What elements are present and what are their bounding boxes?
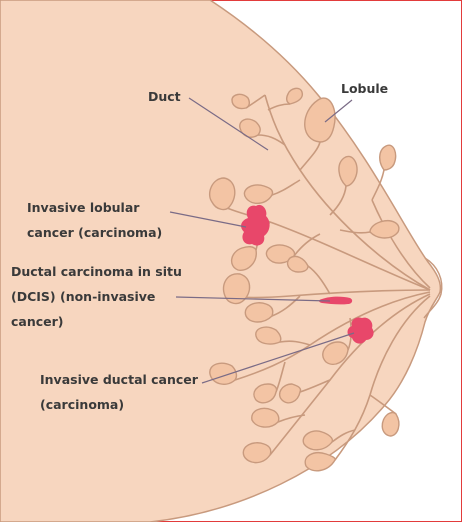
lobule bbox=[380, 145, 396, 170]
lobule bbox=[252, 408, 279, 427]
lobule bbox=[382, 413, 399, 437]
lobule-label: Lobule bbox=[341, 81, 388, 96]
duct-label: Duct bbox=[148, 89, 181, 104]
lobule bbox=[210, 363, 237, 384]
invasive-lobular-label-line: Invasive lobular bbox=[27, 200, 140, 215]
lobule bbox=[245, 303, 272, 322]
lobule bbox=[305, 453, 335, 471]
invasive-ductal-label-line: (carcinoma) bbox=[40, 397, 124, 412]
lobule bbox=[232, 94, 249, 108]
invasive-ductal-label-line: Invasive ductal cancer bbox=[40, 372, 199, 387]
dcis-label-line: (DCIS) (non-invasive bbox=[11, 289, 155, 304]
breast-silhouette bbox=[0, 0, 440, 522]
dcis-label-line: cancer) bbox=[11, 314, 64, 329]
dcis-label-line: Ductal carcinoma in situ bbox=[11, 264, 182, 279]
lobule bbox=[210, 178, 235, 209]
invasive-lobular-label-line: cancer (carcinoma) bbox=[27, 225, 162, 240]
